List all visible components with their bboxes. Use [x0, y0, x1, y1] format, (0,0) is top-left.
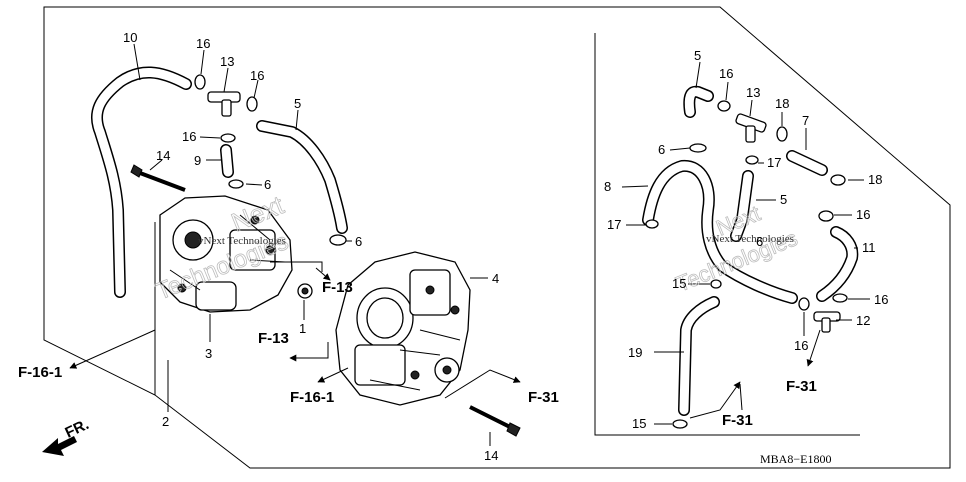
- callout-8: 8: [604, 179, 611, 194]
- clip-16-right-a: [717, 100, 731, 112]
- callout-17: 17: [607, 217, 621, 232]
- hose-8: [642, 159, 798, 304]
- callout-5: 5: [694, 48, 701, 63]
- svg-text:vNext Technologies: vNext Technologies: [198, 235, 286, 247]
- clip-17-right-b: [645, 219, 659, 229]
- clip-6-right: [689, 143, 707, 153]
- callout-2: 2: [162, 414, 169, 429]
- callout-6: 6: [756, 234, 763, 249]
- clip-16-right-b: [818, 210, 834, 222]
- callout-1: 1: [299, 321, 306, 336]
- clip-18-right-a: [776, 126, 788, 142]
- clip-15-right-b: [672, 419, 688, 429]
- callout-12: 12: [856, 313, 870, 328]
- assembly-frame: [43, 6, 951, 469]
- leader-lines: [133, 43, 870, 446]
- callout-16: 16: [874, 292, 888, 307]
- ref-f31: F-31: [786, 378, 817, 395]
- hose-5-right-mid: [730, 170, 754, 242]
- callout-18: 18: [868, 172, 882, 187]
- hose-10: [90, 66, 192, 298]
- drawing-code: MBA8−E1800: [760, 452, 831, 466]
- hose-5-right-top: [683, 85, 714, 118]
- callout-16: 16: [250, 68, 264, 83]
- callout-16: 16: [182, 129, 196, 144]
- ref-f31: F-31: [722, 412, 753, 429]
- clip-16-left-low: [220, 133, 236, 143]
- callout-5: 5: [294, 96, 301, 111]
- hose-group-box: [594, 33, 860, 436]
- callout-16: 16: [719, 66, 733, 81]
- callout-14: 14: [484, 448, 498, 463]
- ref-f13: F-13: [322, 279, 353, 296]
- ref-f16-1: F-16-1: [18, 364, 62, 381]
- callout-6: 6: [264, 177, 271, 192]
- section-references: F-13 F-13 F-16-1 F-16-1 F-31 F-31 F-31: [18, 279, 817, 429]
- ref-f16-1: F-16-1: [290, 389, 334, 406]
- reference-arrows: [69, 222, 821, 419]
- callout-4: 4: [492, 271, 499, 286]
- callout-16: 16: [856, 207, 870, 222]
- hose-7: [786, 150, 828, 176]
- hose-5-left: [256, 120, 348, 234]
- callout-13: 13: [220, 54, 234, 69]
- clip-16-right-d: [798, 297, 810, 311]
- hose-9: [220, 144, 234, 178]
- callout-11: 11: [862, 240, 876, 255]
- callout-6: 6: [355, 234, 362, 249]
- tee-joint-13-left: [207, 91, 241, 117]
- carburetor-3: [159, 195, 293, 313]
- hose-11: [816, 226, 859, 302]
- bolt-14-bottom: [469, 405, 521, 437]
- callout-7: 7: [802, 113, 809, 128]
- ref-f13: F-13: [258, 330, 289, 347]
- callout-16: 16: [196, 36, 210, 51]
- clip-6-left-b: [329, 234, 347, 246]
- part-1-washer: [297, 283, 313, 299]
- clip-16-right-c: [832, 293, 848, 303]
- front-direction-label: FR.: [63, 416, 92, 442]
- joint-12: [813, 311, 841, 333]
- callout-14: 14: [156, 148, 170, 163]
- bolt-14-top: [130, 164, 186, 192]
- clip-18-right-b: [830, 174, 846, 186]
- hose-19: [678, 296, 720, 416]
- clip-6-left-a: [228, 179, 244, 189]
- svg-text:vNext Technologies: vNext Technologies: [706, 233, 794, 245]
- callout-18: 18: [775, 96, 789, 111]
- callout-10: 10: [123, 30, 137, 45]
- callout-6: 6: [658, 142, 665, 157]
- carburetor-4: [335, 251, 471, 406]
- callout-19: 19: [628, 345, 642, 360]
- callout-13: 13: [746, 85, 760, 100]
- clip-17-right-a: [745, 155, 759, 165]
- callout-9: 9: [194, 153, 201, 168]
- callout-15: 15: [672, 276, 686, 291]
- callout-numbers: 10 16 13 16 5 14 16 9 6 6 4 1 3 2 14 5 1…: [123, 30, 888, 463]
- tee-joint-13-right: [735, 113, 767, 143]
- callout-15: 15: [632, 416, 646, 431]
- callout-3: 3: [205, 346, 212, 361]
- clip-16-left-mid: [246, 96, 258, 112]
- callout-5: 5: [780, 192, 787, 207]
- callout-17: 17: [767, 155, 781, 170]
- clip-16-left-top: [194, 74, 206, 90]
- clip-15-right-a: [710, 279, 722, 289]
- ref-f31: F-31: [528, 389, 559, 406]
- callout-16: 16: [794, 338, 808, 353]
- front-direction-arrow: [42, 436, 77, 456]
